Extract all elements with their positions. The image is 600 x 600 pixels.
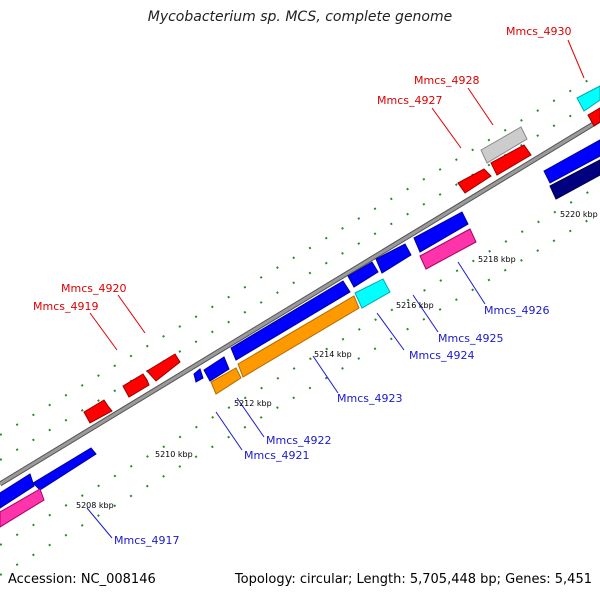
connector: [312, 355, 339, 394]
genome-stats-text: Topology: circular; Length: 5,705,448 bp…: [234, 572, 592, 587]
gene-label: Mmcs_4926: [484, 304, 549, 317]
gene-label: Mmcs_4923: [337, 392, 402, 405]
gene-feature: [354, 278, 391, 309]
connector: [412, 294, 439, 333]
scale-tick-label: 5220 kbp: [560, 210, 598, 219]
gene-label: Mmcs_4928: [414, 74, 479, 87]
accession-text: Accession: NC_008146: [8, 572, 156, 587]
map-title: Mycobacterium sp. MCS, complete genome: [147, 9, 453, 25]
genome-backbone-inner: [0, 118, 600, 486]
gene-feature: [0, 473, 35, 509]
gene-feature: [230, 280, 351, 361]
gene-label: Mmcs_4930: [506, 25, 571, 38]
gene-label: Mmcs_4927: [377, 94, 442, 107]
connector: [431, 107, 462, 149]
gene-label: Mmcs_4919: [33, 300, 98, 313]
connector: [457, 261, 486, 305]
gene-feature: [210, 367, 242, 395]
connector: [467, 87, 494, 126]
gene-feature: [587, 107, 600, 127]
gene-feature: [419, 228, 477, 270]
gene-feature: [237, 295, 360, 378]
scale-tick-label: 5212 kbp: [234, 399, 272, 408]
gene-feature: [193, 368, 204, 383]
gene-feature: [83, 399, 113, 424]
gene-feature: [32, 447, 97, 491]
gene-feature: [457, 168, 492, 194]
guide-line-3: [0, 184, 600, 546]
connector: [117, 294, 146, 334]
gene-feature: [375, 243, 412, 274]
forward-genes: [83, 85, 600, 424]
gene-label: Mmcs_4924: [409, 349, 474, 362]
gene-feature: [549, 159, 600, 200]
gene-feature: [543, 139, 600, 184]
guide-line-1: [0, 72, 600, 436]
gene-feature: [413, 211, 469, 253]
gene-feature: [490, 144, 532, 176]
connector: [376, 312, 405, 351]
gene-label: Mmcs_4917: [114, 534, 179, 547]
gene-labels: Mmcs_4930 Mmcs_4928 Mmcs_4927 Mmcs_4920 …: [33, 25, 571, 547]
gene-label: Mmcs_4920: [61, 282, 126, 295]
connector: [86, 507, 113, 539]
scale-tick-label: 5210 kbp: [155, 450, 193, 459]
reverse-genes: [0, 139, 600, 528]
gene-feature: [576, 85, 600, 112]
connector: [215, 411, 243, 451]
scale-tick-label: 5214 kbp: [314, 350, 352, 359]
scale-ticks: 5208 kbp 5210 kbp 5212 kbp 5214 kbp 5216…: [76, 210, 598, 510]
gene-label: Mmcs_4925: [438, 332, 503, 345]
gene-feature: [0, 488, 45, 528]
connector: [89, 312, 118, 351]
connector: [567, 39, 585, 79]
guide-line-4: [0, 212, 600, 576]
connector: [236, 397, 265, 438]
gene-label: Mmcs_4922: [266, 434, 331, 447]
gene-feature: [203, 356, 230, 382]
gene-label: Mmcs_4921: [244, 449, 309, 462]
label-connectors: [86, 39, 585, 539]
gene-feature: [146, 353, 181, 382]
scale-tick-label: 5218 kbp: [478, 255, 516, 264]
scale-tick-label: 5216 kbp: [396, 301, 434, 310]
gene-feature: [480, 126, 528, 164]
gene-feature: [122, 373, 150, 398]
gene-feature: [347, 261, 379, 288]
scale-tick-label: 5208 kbp: [76, 501, 114, 510]
